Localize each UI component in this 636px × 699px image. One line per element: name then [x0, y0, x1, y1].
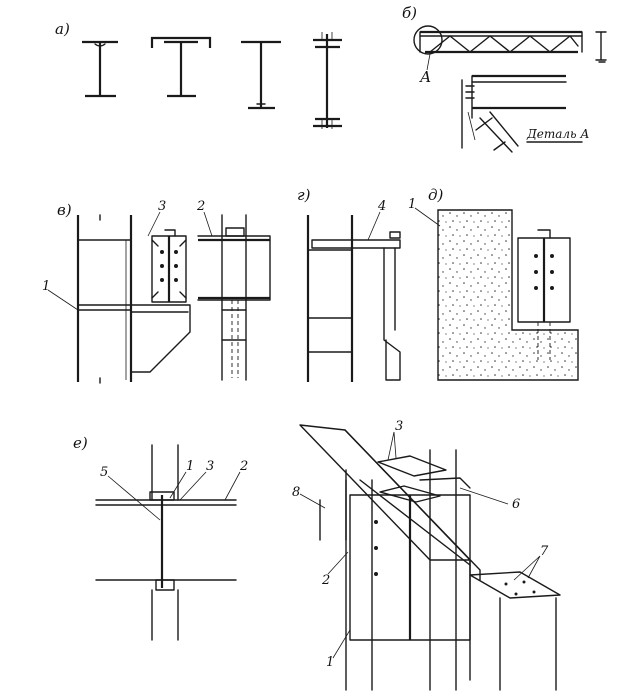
- column-g: [306, 215, 354, 382]
- panel-e-label: е): [73, 434, 88, 452]
- column-elevation: [76, 214, 133, 384]
- truss-elevation: [413, 25, 583, 55]
- iso-girder: [299, 424, 481, 681]
- callout-1-d: 1: [408, 197, 416, 212]
- crane-beam-side-view: [197, 214, 271, 381]
- callout-2-v: 2: [196, 199, 205, 214]
- i-beam-section-4: [313, 32, 342, 129]
- panel-v-label: в): [57, 201, 72, 219]
- panel-a-label: а): [55, 20, 70, 38]
- iso-base-plate: [469, 571, 561, 691]
- panel-d-label: д): [428, 186, 444, 204]
- callout-3-iso: 3: [395, 419, 403, 434]
- beams-e: [95, 491, 237, 591]
- small-i-section: [595, 31, 607, 63]
- callout-4-g: 4: [377, 199, 386, 214]
- i-beam-section-1: [82, 40, 118, 98]
- panel-a: а): [55, 20, 342, 129]
- detail-a-circle: [413, 25, 443, 55]
- callout-1-iso: 1: [326, 655, 334, 670]
- panel-v: в) 3 1: [42, 199, 271, 384]
- callout-2-iso: 2: [321, 573, 330, 588]
- concrete-column: [437, 209, 579, 381]
- panel-g-label: г): [297, 186, 311, 204]
- iso-main-column: [319, 449, 457, 691]
- column-e: [151, 444, 179, 641]
- bracket-console: [130, 304, 191, 373]
- iso-crane-beam: [349, 494, 471, 641]
- callout-7-iso: 7: [540, 544, 549, 559]
- panel-isometric: 3 6 8 2 7 1: [292, 419, 561, 691]
- panel-e: е) 5 1 3 2: [73, 434, 248, 641]
- panel-d: д) 1: [408, 186, 579, 381]
- detail-a-caption: Деталь А: [526, 127, 589, 141]
- crane-beam-section: [151, 229, 187, 303]
- callout-1-e: 1: [186, 459, 194, 474]
- bolt-row: [160, 250, 178, 282]
- callout-3-e: 3: [206, 459, 214, 474]
- iso-brackets: [377, 455, 471, 503]
- i-beam-section-2: [150, 36, 212, 98]
- callout-3-v: 3: [158, 199, 166, 214]
- callout-1-v: 1: [42, 279, 50, 294]
- panel-b: б) А Деталь А: [402, 4, 607, 153]
- panel-g: г) 4: [297, 186, 401, 382]
- console-g: [311, 231, 401, 381]
- detail-marker-label: А: [419, 68, 431, 86]
- callout-8-iso: 8: [292, 485, 300, 500]
- callout-6-iso: 6: [512, 497, 520, 512]
- detail-a-drawing: [461, 74, 567, 153]
- callout-5-e: 5: [100, 465, 108, 480]
- crane-beam-d: [517, 229, 571, 360]
- panel-b-label: б): [402, 4, 417, 22]
- callout-2-e: 2: [239, 459, 248, 474]
- i-beam-section-3: [241, 40, 281, 110]
